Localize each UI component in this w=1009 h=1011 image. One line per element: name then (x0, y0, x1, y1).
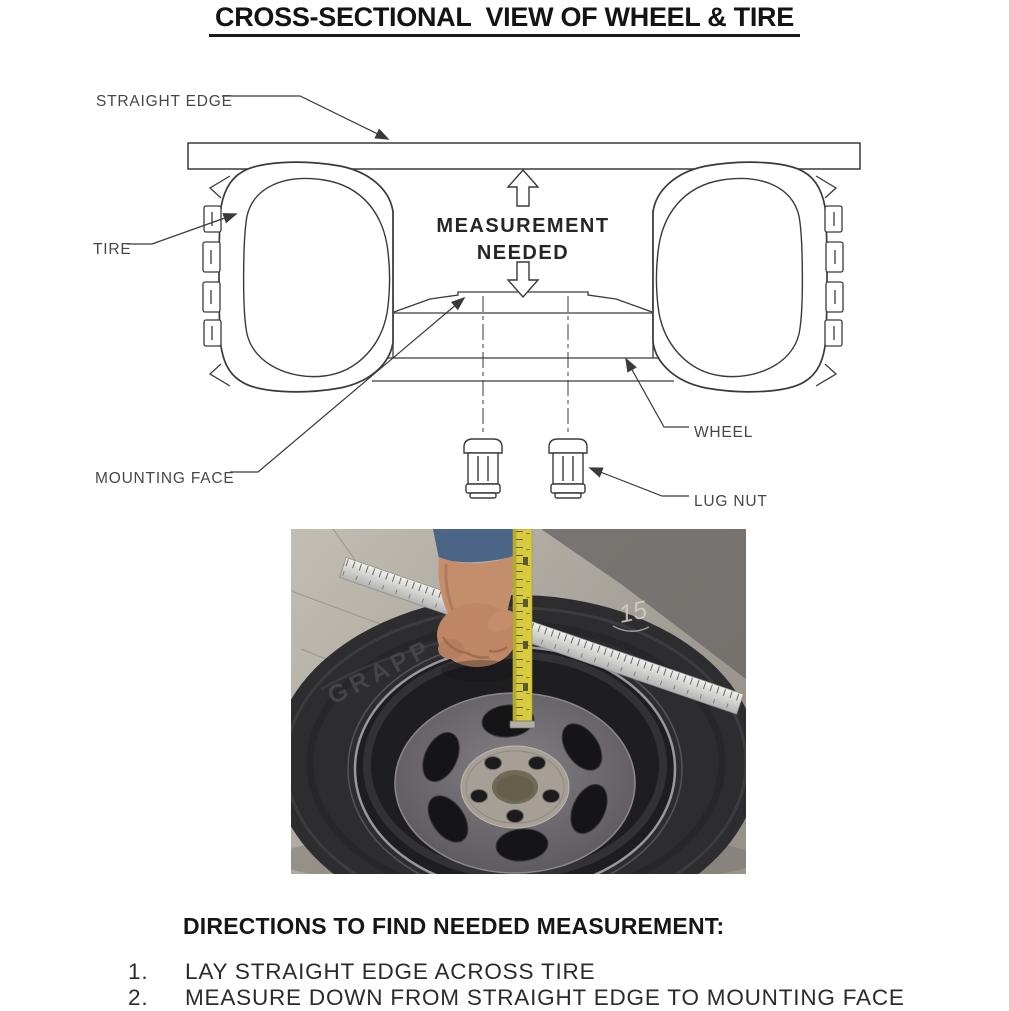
label-lug-nut: LUG NUT (694, 493, 768, 510)
leader-straight-edge (222, 95, 390, 140)
direction-step-1: 1. LAY STRAIGHT EDGE ACROSS TIRE (128, 959, 595, 985)
leader-tire (127, 213, 238, 245)
step-number: 2. (128, 985, 149, 1010)
dark-floor-region (541, 529, 746, 679)
step-text: MEASURE DOWN FROM STRAIGHT EDGE TO MOUNT… (185, 985, 905, 1010)
step-number: 1. (128, 959, 149, 984)
label-mounting-face: MOUNTING FACE (95, 470, 235, 487)
measurement-arrows (506, 168, 540, 299)
down-arrow (506, 261, 540, 299)
step-text: LAY STRAIGHT EDGE ACROSS TIRE (185, 959, 596, 984)
page-header: CROSS-SECTIONAL VIEW OF WHEEL & TIRE (0, 2, 1009, 37)
cross-section-diagram: STRAIGHT EDGE TIRE MEASUREMENT NEEDED WH… (93, 93, 861, 510)
label-measurement-needed-1: MEASUREMENT (436, 215, 609, 237)
leader-lug-nut (588, 467, 689, 497)
tape-measure (509, 529, 536, 729)
lug-nut-left (463, 438, 503, 499)
spoke-cutouts (422, 704, 608, 862)
label-measurement-needed-2: NEEDED (477, 242, 569, 264)
leader-wheel (625, 357, 689, 428)
tire-tread-blocks (202, 175, 231, 387)
up-arrow (506, 168, 540, 207)
bolt-centerlines (482, 296, 569, 436)
chalk-mark: 15 (612, 596, 650, 632)
lug-holes (470, 756, 560, 823)
steel-ruler (338, 557, 744, 715)
svg-text:15: 15 (616, 596, 649, 629)
tape-end-hook (509, 720, 536, 729)
label-straight-edge: STRAIGHT EDGE (96, 93, 233, 110)
forearm (438, 554, 518, 623)
jeans-cuff (433, 529, 523, 563)
label-wheel: WHEEL (694, 424, 753, 441)
tape-number-marks (523, 557, 528, 691)
label-tire: TIRE (93, 241, 132, 258)
tire-cross-section-left (202, 161, 394, 393)
leader-mounting-face (230, 296, 466, 473)
hub (460, 745, 570, 829)
wheel-measurement-photo: GRAPP 15 (291, 529, 746, 874)
lug-nut-right (548, 438, 588, 499)
tire-cross-section-right (652, 161, 844, 393)
finger-lines (441, 636, 508, 659)
directions-heading: DIRECTIONS TO FIND NEEDED MEASUREMENT: (183, 913, 725, 939)
direction-step-2: 2. MEASURE DOWN FROM STRAIGHT EDGE TO MOU… (128, 985, 905, 1011)
hand-arm (433, 529, 523, 682)
page-title: CROSS-SECTIONAL VIEW OF WHEEL & TIRE (209, 2, 800, 37)
leader-lines (127, 95, 689, 497)
